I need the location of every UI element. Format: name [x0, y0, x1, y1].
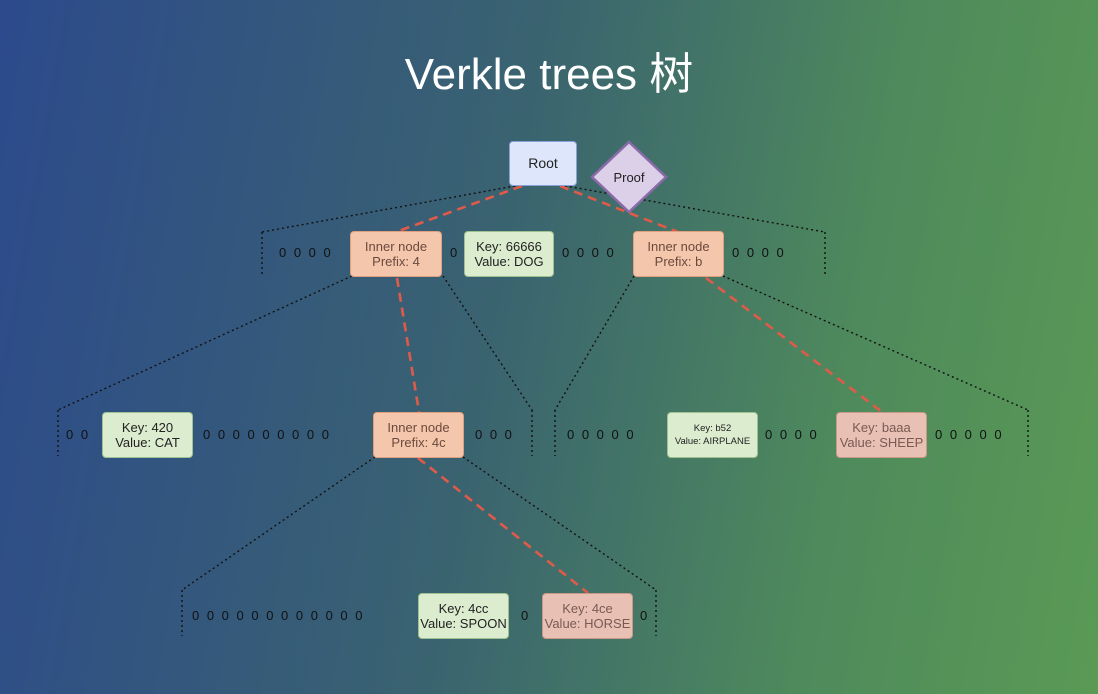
inner-node-prefix-4: Inner node Prefix: 4 — [350, 231, 442, 277]
inner-node-4c-line2: Prefix: 4c — [391, 435, 446, 450]
leaf-sheep: Key: baaa Value: SHEEP — [836, 412, 927, 458]
leaf-spoon-key: Key: 4cc — [438, 601, 489, 616]
leaf-spoon: Key: 4cc Value: SPOON — [418, 593, 509, 639]
proof-path-lines — [395, 184, 883, 595]
proof-edge-innerb-sheep — [705, 276, 883, 414]
zeros-l2-f: 0 0 0 0 0 — [935, 427, 1002, 442]
zeros-l1-mid2: 0 0 0 0 — [562, 245, 614, 260]
zero-l3-b: 0 — [521, 608, 529, 623]
proof-edge-root-inner4 — [395, 184, 523, 234]
inner-node-prefix-4c: Inner node Prefix: 4c — [373, 412, 464, 458]
inner-node-prefix-b: Inner node Prefix: b — [633, 231, 724, 277]
edge-inner4-right — [442, 275, 533, 411]
leaf-dog-key: Key: 66666 — [476, 239, 542, 254]
leaf-airplane-key: Key: b52 — [693, 423, 732, 434]
edge-inner4-left — [57, 275, 353, 411]
proof-node: Proof — [596, 144, 662, 210]
leaf-airplane-value: Value: AIRPLANE — [674, 436, 751, 447]
leaf-cat-key: Key: 420 — [121, 420, 174, 435]
proof-edge-inner4-inner4c — [395, 277, 421, 413]
edge-root-left — [261, 184, 521, 233]
leaf-sheep-key: Key: baaa — [852, 420, 911, 435]
root-label: Root — [528, 155, 558, 171]
zeros-l1-left: 0 0 0 0 — [279, 245, 331, 260]
zeros-l2-b: 0 0 0 0 0 0 0 0 0 — [203, 427, 329, 442]
zeros-l1-right: 0 0 0 0 — [732, 245, 784, 260]
leaf-spoon-value: Value: SPOON — [420, 616, 507, 631]
inner-node-4-line2: Prefix: 4 — [372, 254, 420, 269]
inner-node-b-line2: Prefix: b — [654, 254, 703, 269]
zero-l3-c: 0 — [640, 608, 648, 623]
inner-node-4c-line1: Inner node — [387, 420, 450, 435]
zeros-l2-a: 0 0 — [66, 427, 89, 442]
inner-node-4-line1: Inner node — [364, 239, 428, 254]
zeros-l3-a: 0 0 0 0 0 0 0 0 0 0 0 0 — [192, 608, 363, 623]
proof-diamond-shape — [590, 140, 668, 214]
leaf-sheep-value: Value: SHEEP — [839, 435, 924, 450]
zeros-l2-d: 0 0 0 0 0 — [567, 427, 634, 442]
leaf-airplane: Key: b52 Value: AIRPLANE — [667, 412, 758, 458]
zeros-l2-c: 0 0 0 — [475, 427, 512, 442]
page-title: Verkle trees 树 — [404, 50, 694, 99]
inner-node-b-line1: Inner node — [647, 239, 710, 254]
leaf-cat: Key: 420 Value: CAT — [102, 412, 193, 458]
zeros-l2-e: 0 0 0 0 — [765, 427, 817, 442]
proof-edge-inner4c-horse — [417, 456, 589, 595]
leaf-dog-value: Value: DOG — [474, 254, 544, 269]
edge-inner4c-right — [462, 456, 657, 591]
leaf-dog: Key: 66666 Value: DOG — [464, 231, 554, 277]
proof-label: Proof — [613, 169, 645, 185]
edge-innerb-right — [722, 275, 1029, 411]
leaf-horse-key: Key: 4ce — [562, 601, 613, 616]
edge-inner4c-left — [181, 456, 376, 591]
leaf-horse-value: Value: HORSE — [544, 616, 631, 631]
leaf-horse: Key: 4ce Value: HORSE — [542, 593, 633, 639]
root-node: Root — [509, 141, 577, 186]
leaf-cat-value: Value: CAT — [115, 435, 180, 450]
zero-l1-mid1: 0 — [450, 245, 458, 260]
tree-fan-lines — [57, 184, 1029, 636]
edge-innerb-left — [554, 275, 635, 411]
proof-edge-root-innerb — [559, 184, 679, 234]
